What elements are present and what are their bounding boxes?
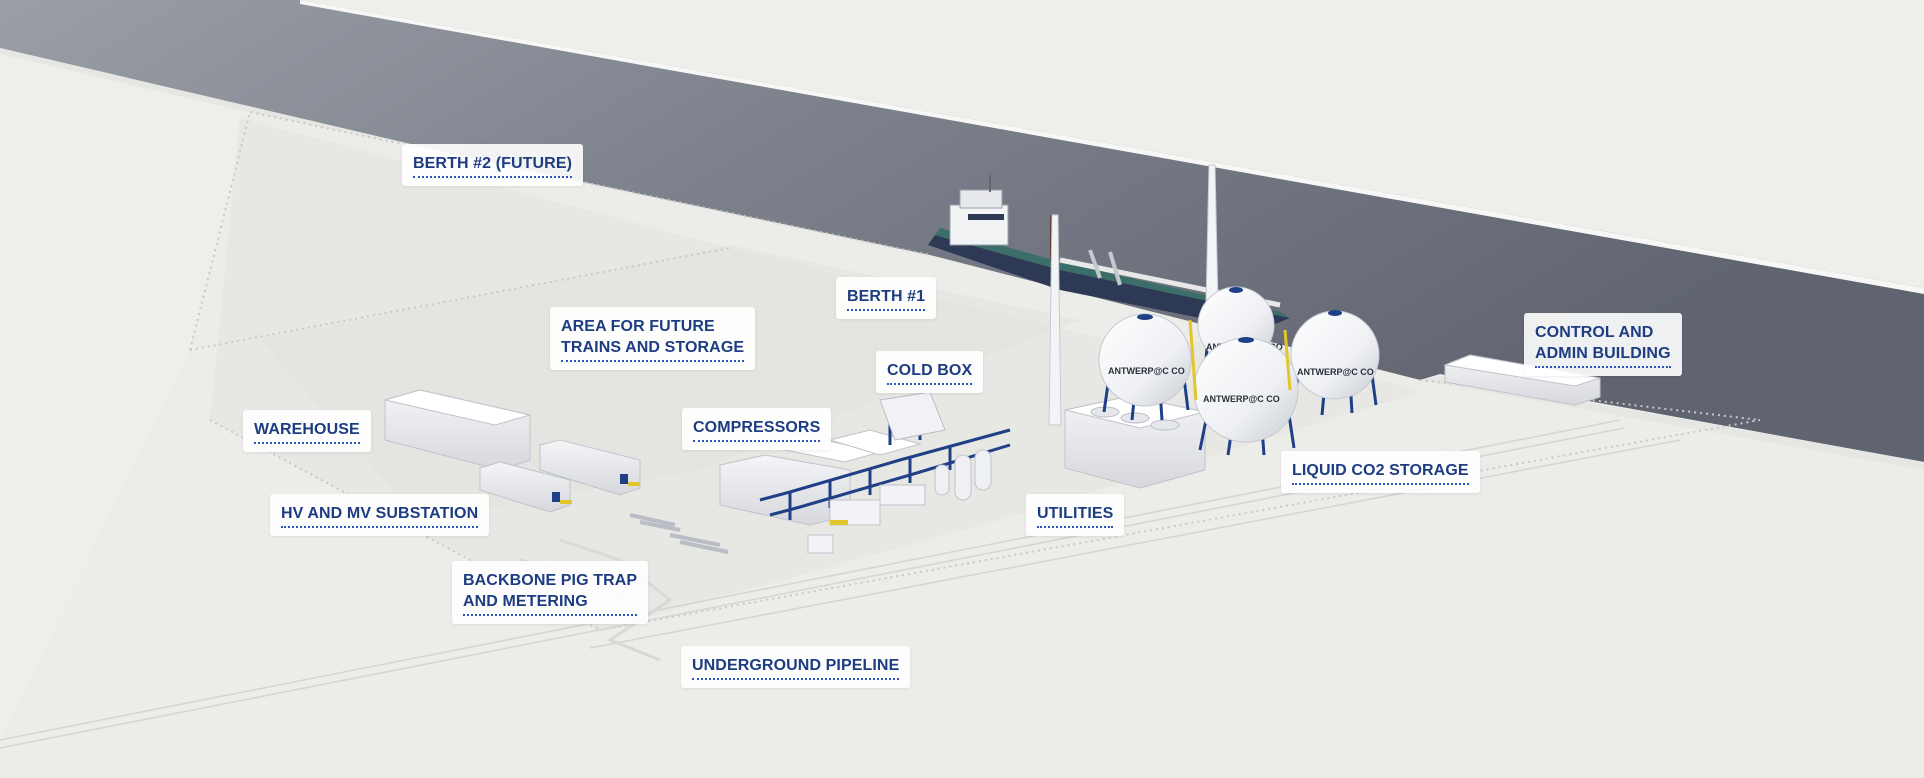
- label-backbone-pig-trap[interactable]: BACKBONE PIG TRAP AND METERING: [452, 561, 649, 624]
- label-text: UNDERGROUND PIPELINE: [692, 657, 900, 674]
- label-hv-mv-substation[interactable]: HV AND MV SUBSTATION: [270, 494, 490, 536]
- co2-tank-1: ANTWERP@C CO: [1098, 313, 1192, 421]
- label-text-line-2: AND METERING: [463, 593, 588, 610]
- site-fence: [189, 110, 1761, 632]
- label-text: UTILITIES: [1037, 505, 1114, 522]
- label-text-line-2: TRAINS AND STORAGE: [561, 339, 745, 356]
- label-underline: [693, 440, 821, 442]
- label-underline: [463, 614, 638, 616]
- label-text: BERTH #2 (FUTURE): [413, 155, 573, 172]
- label-text: BERTH #1: [847, 288, 926, 305]
- label-text-line-1: BACKBONE PIG TRAP: [463, 572, 638, 589]
- label-text: WAREHOUSE: [254, 421, 360, 438]
- label-underground-pipeline[interactable]: UNDERGROUND PIPELINE: [681, 646, 911, 688]
- label-cold-box[interactable]: COLD BOX: [876, 351, 984, 393]
- label-underline: [887, 383, 973, 385]
- label-liquid-co2-storage[interactable]: LIQUID CO2 STORAGE: [1281, 451, 1480, 493]
- label-text-line-1: AREA FOR FUTURE: [561, 318, 715, 335]
- label-underline: [1535, 366, 1671, 368]
- label-underline: [1292, 483, 1469, 485]
- label-underline: [692, 678, 900, 680]
- label-text-line-2: ADMIN BUILDING: [1535, 345, 1671, 362]
- label-text: COMPRESSORS: [693, 419, 821, 436]
- label-text: COLD BOX: [887, 362, 973, 379]
- co2-tank-4: ANTWERP@C CO: [1193, 337, 1299, 456]
- tank-marking: ANTWERP@C CO: [1108, 366, 1185, 376]
- tank-marking: ANTWERP@C CO: [1297, 367, 1374, 377]
- control-admin-building: [1443, 354, 1601, 406]
- flare-stacks: [1048, 164, 1219, 426]
- label-area-future-trains[interactable]: AREA FOR FUTURE TRAINS AND STORAGE: [550, 307, 756, 370]
- label-warehouse[interactable]: WAREHOUSE: [243, 410, 371, 452]
- pig-trap-pipes: [629, 513, 729, 554]
- co2-tank-3: ANTWERP@C CO: [1290, 310, 1380, 416]
- label-underline: [1037, 526, 1114, 528]
- label-underline: [413, 176, 573, 178]
- label-berth-1[interactable]: BERTH #1: [836, 277, 937, 319]
- label-compressors[interactable]: COMPRESSORS: [682, 408, 832, 450]
- label-text: LIQUID CO2 STORAGE: [1292, 462, 1469, 479]
- substation-buildings: [479, 439, 641, 513]
- label-text: HV AND MV SUBSTATION: [281, 505, 479, 522]
- tank-marking: ANTWERP@C CO: [1203, 394, 1280, 404]
- liquid-co2-tanks: ANTWERP@C CO ANTWERP@C CO ANTWERP@C CO A…: [1098, 286, 1380, 456]
- label-underline: [281, 526, 479, 528]
- utilities-block: [1064, 395, 1206, 489]
- label-underline: [254, 442, 360, 444]
- label-underline: [561, 360, 745, 362]
- label-utilities[interactable]: UTILITIES: [1026, 494, 1125, 536]
- label-underline: [847, 309, 926, 311]
- label-control-admin[interactable]: CONTROL AND ADMIN BUILDING: [1524, 313, 1682, 376]
- warehouse-building: [384, 389, 531, 471]
- label-berth-2-future[interactable]: BERTH #2 (FUTURE): [402, 144, 584, 186]
- label-text-line-1: CONTROL AND: [1535, 324, 1654, 341]
